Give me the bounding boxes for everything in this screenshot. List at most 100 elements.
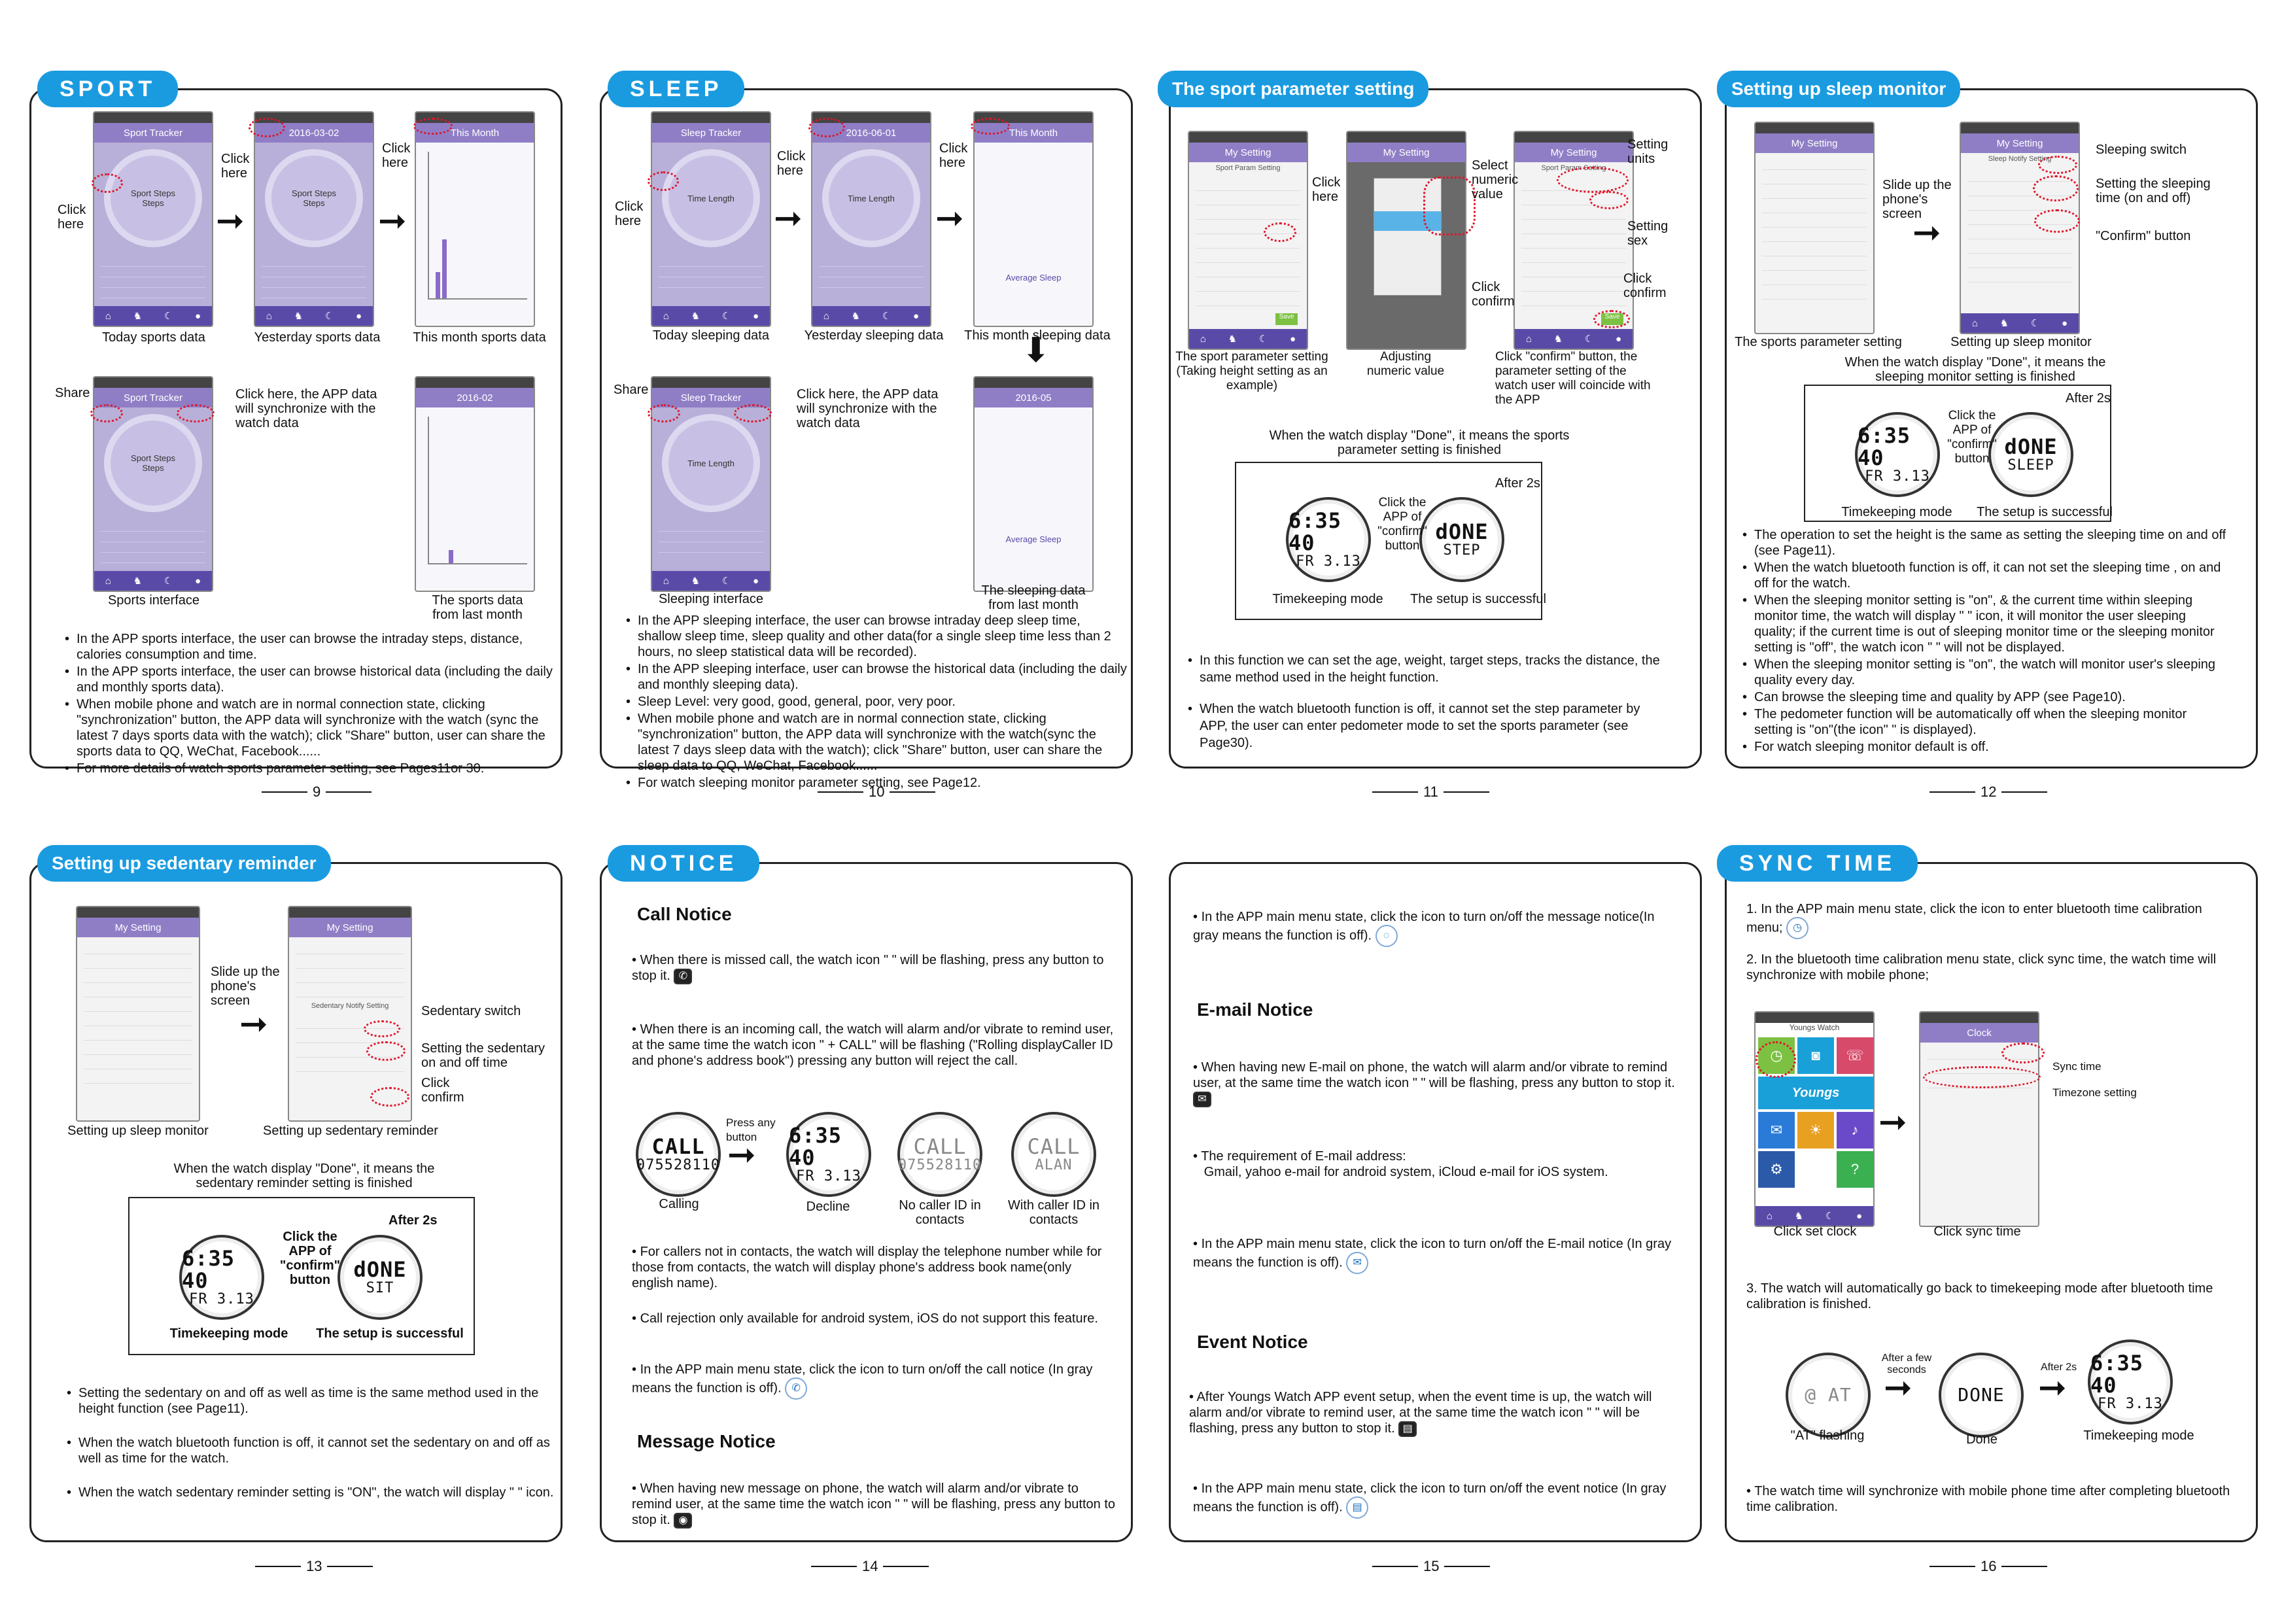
call-toggle-text: • In the APP main menu state, click the … xyxy=(632,1362,1116,1400)
caption: Sleeping interface xyxy=(658,592,764,606)
caption: Setting up sleep monitor xyxy=(67,1124,209,1138)
call-toggle-icon[interactable]: ✆ xyxy=(785,1377,808,1400)
calendar-icon: ▤ xyxy=(1398,1421,1417,1437)
ring-title: Sport Steps xyxy=(131,188,175,198)
arrow-right-icon: ➞ xyxy=(774,199,803,237)
phone-month-sports: This Month xyxy=(415,111,535,327)
call-missed-text: • When there is missed call, the watch i… xyxy=(632,953,1104,984)
call-rejection-text: • Call rejection only available for andr… xyxy=(632,1311,1098,1326)
callout-ring xyxy=(2033,175,2079,201)
caption: The sports parameter setting xyxy=(1735,335,1902,349)
page-13-title: Setting up sedentary reminder xyxy=(37,845,331,882)
arrow-right-icon: ➞ xyxy=(2038,1369,2067,1407)
save-button[interactable]: Save xyxy=(1275,313,1298,325)
message-toggle-text: • In the APP main menu state, click the … xyxy=(1193,909,1677,947)
message-text: • When having new message on phone, the … xyxy=(632,1481,1116,1529)
caption: Yesterday sleeping data xyxy=(804,328,944,343)
email-req-text: • The requirement of E-mail address: Gma… xyxy=(1193,1149,1608,1179)
page-9-bullets: In the APP sports interface, the user ca… xyxy=(62,631,553,778)
sync-step-3: 3. The watch will automatically go back … xyxy=(1746,1281,2213,1311)
clock-icon[interactable]: ◷ xyxy=(1786,917,1809,939)
phone-sleep-monitor: My Setting xyxy=(76,906,200,1122)
caption: Today sleeping data xyxy=(653,328,769,343)
caption: "AT" flashing xyxy=(1790,1428,1865,1443)
phone-icon: ✆ xyxy=(674,968,693,984)
click-here-label: Click here xyxy=(58,203,86,232)
email-toggle-icon[interactable]: ✉ xyxy=(1346,1252,1369,1274)
slide-label: Slide up the phone's screen xyxy=(1882,178,1952,221)
caption: The setup is successful xyxy=(1410,592,1546,606)
callout-ring xyxy=(366,1041,406,1061)
caption: With caller ID in contacts xyxy=(1007,1198,1100,1227)
mail-icon: ✉ xyxy=(1193,1091,1211,1107)
page-number: 16 xyxy=(1929,1558,2047,1575)
callout-ring xyxy=(364,1020,400,1037)
phone-sport-param: My Setting xyxy=(1754,122,1875,334)
caption: Yesterday sports data xyxy=(254,330,381,345)
caption: Timekeeping mode xyxy=(169,1326,288,1341)
sync-note: Click here, the APP data will synchroniz… xyxy=(235,387,377,430)
done-note: When the watch display "Done", it means … xyxy=(173,1162,435,1190)
arrow-right-icon: ➞ xyxy=(727,1136,756,1174)
watch-done: DONE xyxy=(1939,1353,2024,1438)
event-toggle-icon[interactable]: ▤ xyxy=(1346,1496,1369,1519)
caption: The sport parameter setting (Taking heig… xyxy=(1175,350,1328,392)
callout-ring xyxy=(90,404,123,423)
caption: This month sleeping data xyxy=(964,328,1111,343)
callout-ring xyxy=(2034,209,2080,233)
phone-today-sleep: Sleep Tracker Time Length ⌂♞☾● xyxy=(651,111,771,327)
page-number: 14 xyxy=(811,1558,929,1575)
timezone-label: Timezone setting xyxy=(2052,1086,2137,1099)
camera-tile[interactable]: ◙ xyxy=(1797,1037,1834,1074)
caption: Today sports data xyxy=(102,330,205,345)
page-12-panel xyxy=(1725,88,2258,769)
click-here-label: Click here xyxy=(939,141,968,170)
page-16-panel xyxy=(1725,862,2258,1542)
after-label: After 2s xyxy=(2066,391,2111,406)
page-11-panel xyxy=(1169,88,1702,769)
caption: Timekeeping mode xyxy=(1841,505,1952,519)
caption: Click sync time xyxy=(1933,1224,2021,1239)
arrow-right-icon: ➞ xyxy=(239,1005,268,1043)
phone-adjust-value: My Setting xyxy=(1346,131,1466,350)
units-label: Setting units xyxy=(1627,137,1669,166)
email-text: • When having new E-mail on phone, the w… xyxy=(1193,1060,1677,1107)
after-label: After 2s xyxy=(2041,1362,2077,1373)
email-toggle-text: • In the APP main menu state, click the … xyxy=(1193,1236,1677,1274)
caption: Click "confirm" button, the parameter se… xyxy=(1495,350,1651,407)
sync-note: Click here, the APP data will synchroniz… xyxy=(797,387,939,430)
message-toggle-icon[interactable]: ◌ xyxy=(1375,925,1398,947)
watch-flow-box xyxy=(1804,385,2111,522)
caption: The sleeping data from last month xyxy=(981,583,1086,612)
share-label: Share xyxy=(614,383,649,397)
run-icon: ♞ xyxy=(133,311,143,322)
arrow-right-icon: ➞ xyxy=(378,202,407,240)
callout-ring xyxy=(1423,177,1476,235)
caption: Done xyxy=(1966,1432,1998,1447)
user-icon: ● xyxy=(195,310,201,322)
notice-tile[interactable]: ☏ xyxy=(1837,1037,1873,1074)
page-9-title: SPORT xyxy=(37,71,179,107)
arrow-right-icon: ➞ xyxy=(1884,1369,1912,1407)
page-15-panel xyxy=(1169,862,1702,1542)
click-here-label: Click here xyxy=(777,149,806,178)
callout-ring xyxy=(1593,310,1630,328)
caption: This month sports data xyxy=(413,330,546,345)
page-12-bullets: The operation to set the height is the s… xyxy=(1740,527,2227,756)
page-number: 11 xyxy=(1372,784,1489,801)
callout-ring xyxy=(413,118,453,135)
click-app-label: Click the APP of "confirm" button xyxy=(1377,496,1427,553)
phone-last-month-sleep: 2016-05 Average Sleep xyxy=(973,376,1094,592)
after-label: After 2s xyxy=(389,1213,438,1228)
phone-yesterday-sleep: 2016-06-01 Time Length ⌂♞☾● xyxy=(811,111,931,327)
sync-step-2: 2. In the bluetooth time calibration men… xyxy=(1746,952,2217,982)
caption: Timekeeping mode xyxy=(2083,1428,2194,1443)
email-notice-heading: E-mail Notice xyxy=(1197,999,1313,1020)
arrow-right-icon: ➞ xyxy=(216,202,245,240)
